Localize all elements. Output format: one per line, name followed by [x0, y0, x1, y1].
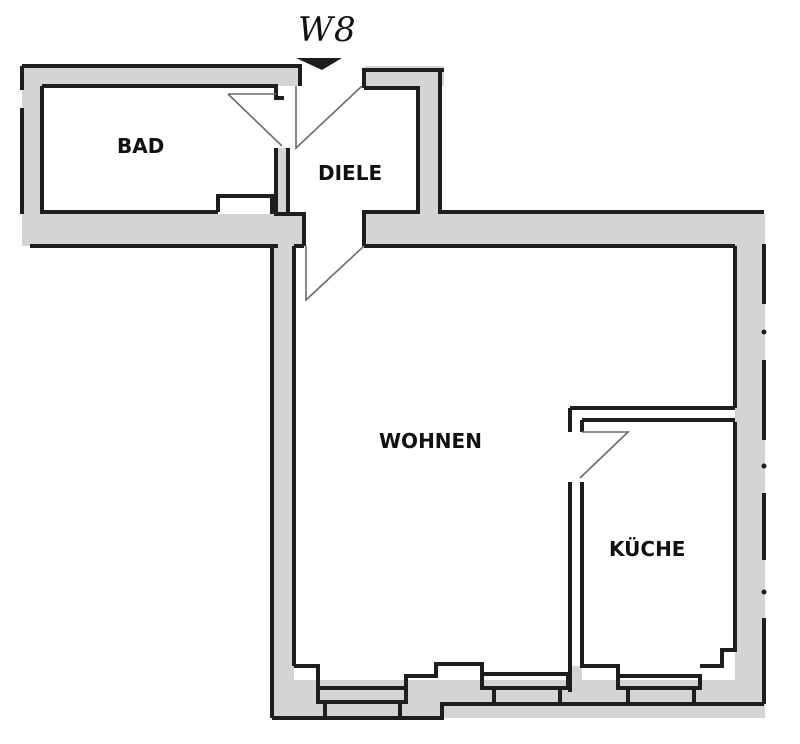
- room-label-bad: BAD: [117, 134, 165, 158]
- entrance-label: W8: [298, 10, 357, 50]
- door-swings: [227, 85, 630, 479]
- room-areas: [42, 86, 735, 666]
- room-label-diele: DIELE: [318, 161, 383, 185]
- room-label-wohnen: WOHNEN: [379, 429, 482, 453]
- room-label-kueche: KÜCHE: [609, 537, 686, 561]
- wall-outlines: [20, 64, 767, 720]
- entrance-arrow-icon: [296, 58, 342, 70]
